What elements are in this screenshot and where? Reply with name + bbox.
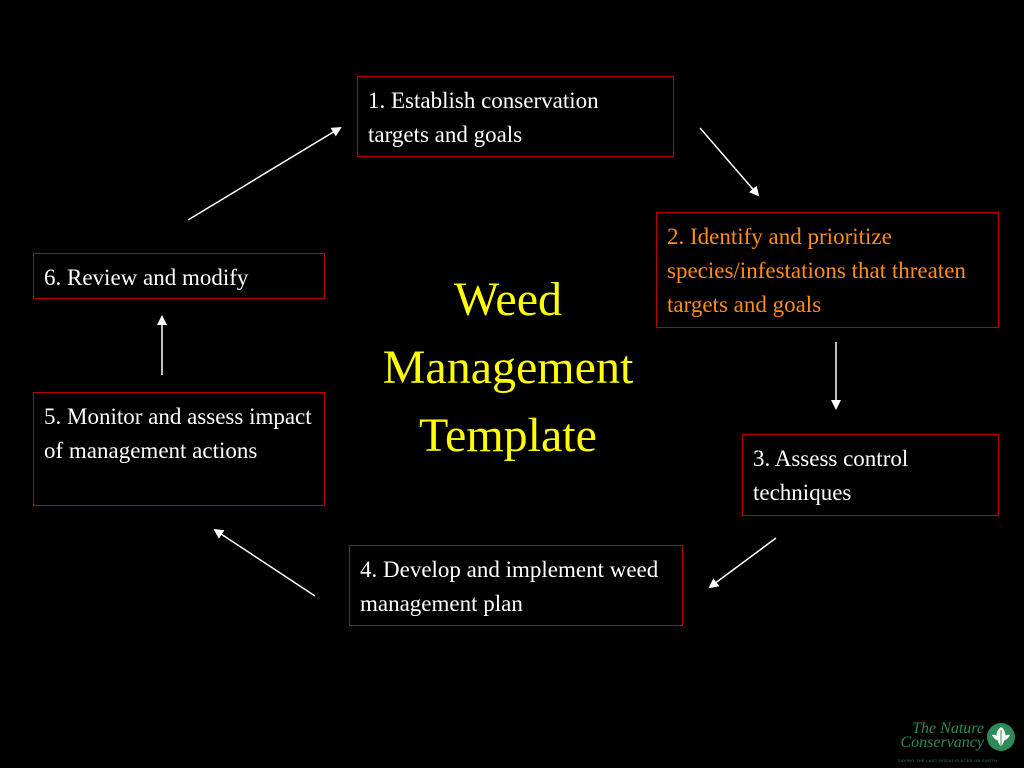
logo-name-line-2: Conservancy	[900, 734, 984, 751]
logo-wordmark: The Nature Conservancy	[884, 720, 984, 751]
step-4-box: 4. Develop and implement weed management…	[349, 545, 683, 626]
diagram-title: Weed Management Template	[340, 266, 676, 470]
arrow-step1-to-step2	[699, 127, 760, 197]
title-line-3: Template	[419, 409, 597, 462]
title-line-2: Management	[382, 341, 634, 394]
step-6-box: 6. Review and modify	[33, 253, 325, 299]
title-line-1: Weed	[453, 273, 563, 326]
step-5-box: 5. Monitor and assess impact of manageme…	[33, 392, 325, 506]
step-1-box: 1. Establish conservation targets and go…	[357, 76, 674, 157]
step-2-box: 2. Identify and prioritize species/infes…	[656, 212, 999, 328]
arrow-step6-to-step1	[187, 126, 342, 221]
logo-name-line-1: The Nature	[912, 720, 984, 737]
logo-tagline: SAVING THE LAST GREAT PLACES ON EARTH	[898, 758, 998, 763]
arrow-step3-to-step4	[708, 537, 777, 589]
nature-conservancy-logo: The Nature Conservancy SAVING THE LAST G…	[884, 720, 1018, 766]
arrow-step4-to-step5	[213, 528, 316, 597]
step-3-box: 3. Assess control techniques	[742, 434, 999, 516]
leaf-icon	[987, 723, 1015, 751]
